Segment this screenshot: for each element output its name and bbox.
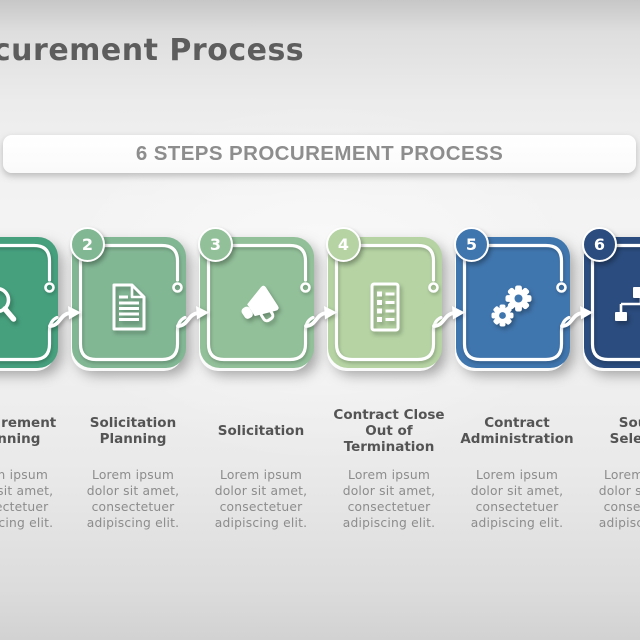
step-title: Contract Close Out of Termination [333,406,445,456]
step-title: Solicitation [217,422,305,439]
step-description: Lorem ipsum dolor sit amet, consectetuer… [342,468,436,530]
step-column: Contract Administration Lorem ipsum dolo… [449,402,585,532]
step-title: Solicitation Planning [89,414,177,447]
step-title: Procurement Planning [0,414,57,447]
step-column: Solicitation Planning Lorem ipsum dolor … [65,402,201,532]
step-number: 4 [337,235,350,254]
banner-text: 6 STEPS PROCUREMENT PROCESS [135,142,504,165]
step-number-badge: 3 [198,227,233,262]
process-card-step-5: 5 [454,227,571,368]
step-number: 5 [465,235,478,254]
megaphone-icon [241,285,279,322]
step-column: Source Selection Lorem ipsum dolor sit a… [577,402,640,532]
step-number-badge: 6 [582,227,617,262]
next-step-arrow-icon [48,306,81,328]
step-number-badge: 5 [454,227,489,262]
step-title: Source Selection [609,414,640,447]
step-column: Contract Close Out of Termination Lorem … [321,402,457,532]
checklist-icon [370,282,400,331]
step-number: 2 [81,235,94,254]
process-card-step-4: 4 [326,227,443,368]
step-number: 3 [209,235,222,254]
sitemap-icon [615,286,640,321]
step-number: 6 [593,235,606,254]
next-step-arrow-icon [432,306,465,328]
next-step-arrow-icon [304,306,337,328]
search-icon [0,286,17,322]
page-title-clip: Procurement Process [0,33,430,81]
step-description: Lorem ipsum dolor sit amet, consectetuer… [86,468,180,530]
next-step-arrow-icon [176,306,209,328]
step-description: Lorem ipsum dolor sit amet, consectetuer… [214,468,308,530]
page-title: Procurement Process [0,33,305,68]
step-number-badge: 4 [326,227,361,262]
step-description: Lorem ipsum dolor sit amet, consectetuer… [0,468,54,530]
step-title: Contract Administration [460,414,574,447]
next-step-arrow-icon [560,306,593,328]
step-number-badge: 2 [70,227,105,262]
document-icon [112,283,146,330]
step-column: Solicitation Lorem ipsum dolor sit amet,… [193,402,329,532]
gears-icon [491,285,532,326]
step-description: Lorem ipsum dolor sit amet, consectetuer… [598,468,640,530]
process-card-step-3: 3 [198,227,315,368]
step-column: Procurement Planning Lorem ipsum dolor s… [0,402,75,532]
process-card-step-2: 2 [70,227,187,368]
title-banner: 6 STEPS PROCUREMENT PROCESS [3,135,636,173]
step-description: Lorem ipsum dolor sit amet, consectetuer… [470,468,564,530]
